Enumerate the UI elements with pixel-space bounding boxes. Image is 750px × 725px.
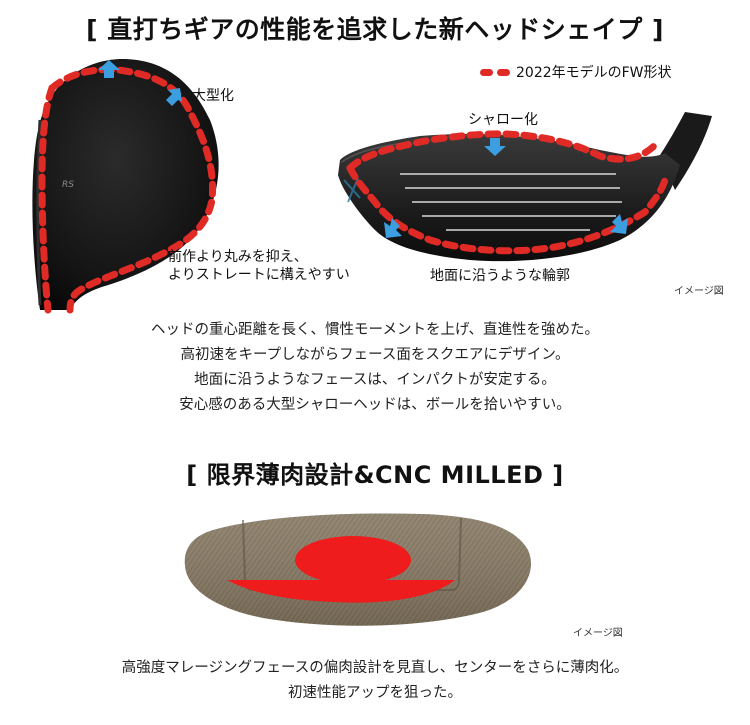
arrow-down-right-icon <box>610 214 628 234</box>
callout-larger: 大型化 <box>192 88 234 104</box>
description-line: ヘッドの重心距離を長く、慣性モーメントを上げ、直進性を強めた。 <box>151 322 599 338</box>
callout-shallower: シャロー化 <box>468 112 538 128</box>
face-grooves <box>400 173 622 231</box>
thin-center-zone <box>295 536 411 584</box>
club-head-face-view <box>338 112 712 262</box>
description-line: 地面に沿うようなフェースは、インパクトが安定する。 <box>194 372 556 388</box>
callout-straighter-line-1: 前作より丸みを抑え、 <box>168 249 308 265</box>
description-line: 高強度マレージングフェースの偏肉設計を見直し、センターをさらに薄肉化。 <box>121 660 629 676</box>
face-thickness-diagram <box>184 513 531 626</box>
description-line: 安心感のある大型シャローヘッドは、ボールを拾いやすい。 <box>179 397 571 413</box>
thin-face-description: 高強度マレージングフェースの偏肉設計を見直し、センターをさらに薄肉化。 初速性能… <box>0 656 750 706</box>
red-dash-icon <box>480 68 510 76</box>
arrow-down-left-icon <box>384 218 402 238</box>
legend-label: 2022年モデルのFW形状 <box>516 65 672 81</box>
club-head-top-view: RS <box>32 58 219 314</box>
section-title-head-shape: [ 直打ちギアの性能を追求した新ヘッドシェイプ ] <box>86 15 664 44</box>
callout-ground-contour: 地面に沿うような輪郭 <box>430 268 570 284</box>
head-shape-description: ヘッドの重心距離を長く、慣性モーメントを上げ、直進性を強めた。 高初速をキープし… <box>0 318 750 418</box>
image-caption-1: イメージ図 <box>674 286 724 297</box>
callout-straighter-line-2: よりストレートに構えやすい <box>168 267 350 283</box>
arrow-outward-icon <box>166 88 182 106</box>
brand-mark: RS <box>62 180 74 190</box>
section-title-thin-face: [ 限界薄肉設計&CNC MILLED ] <box>186 461 564 489</box>
description-line: 高初速をキープしながらフェース面をスクエアにデザイン。 <box>180 347 570 363</box>
image-caption-2: イメージ図 <box>573 628 623 639</box>
arrow-up-icon <box>98 60 120 78</box>
arrow-down-icon <box>484 138 506 156</box>
thin-bottom-zone <box>227 580 455 603</box>
legend-2022-model: 2022年モデルのFW形状 <box>480 62 672 82</box>
description-line: 初速性能アップを狙った。 <box>288 685 462 701</box>
